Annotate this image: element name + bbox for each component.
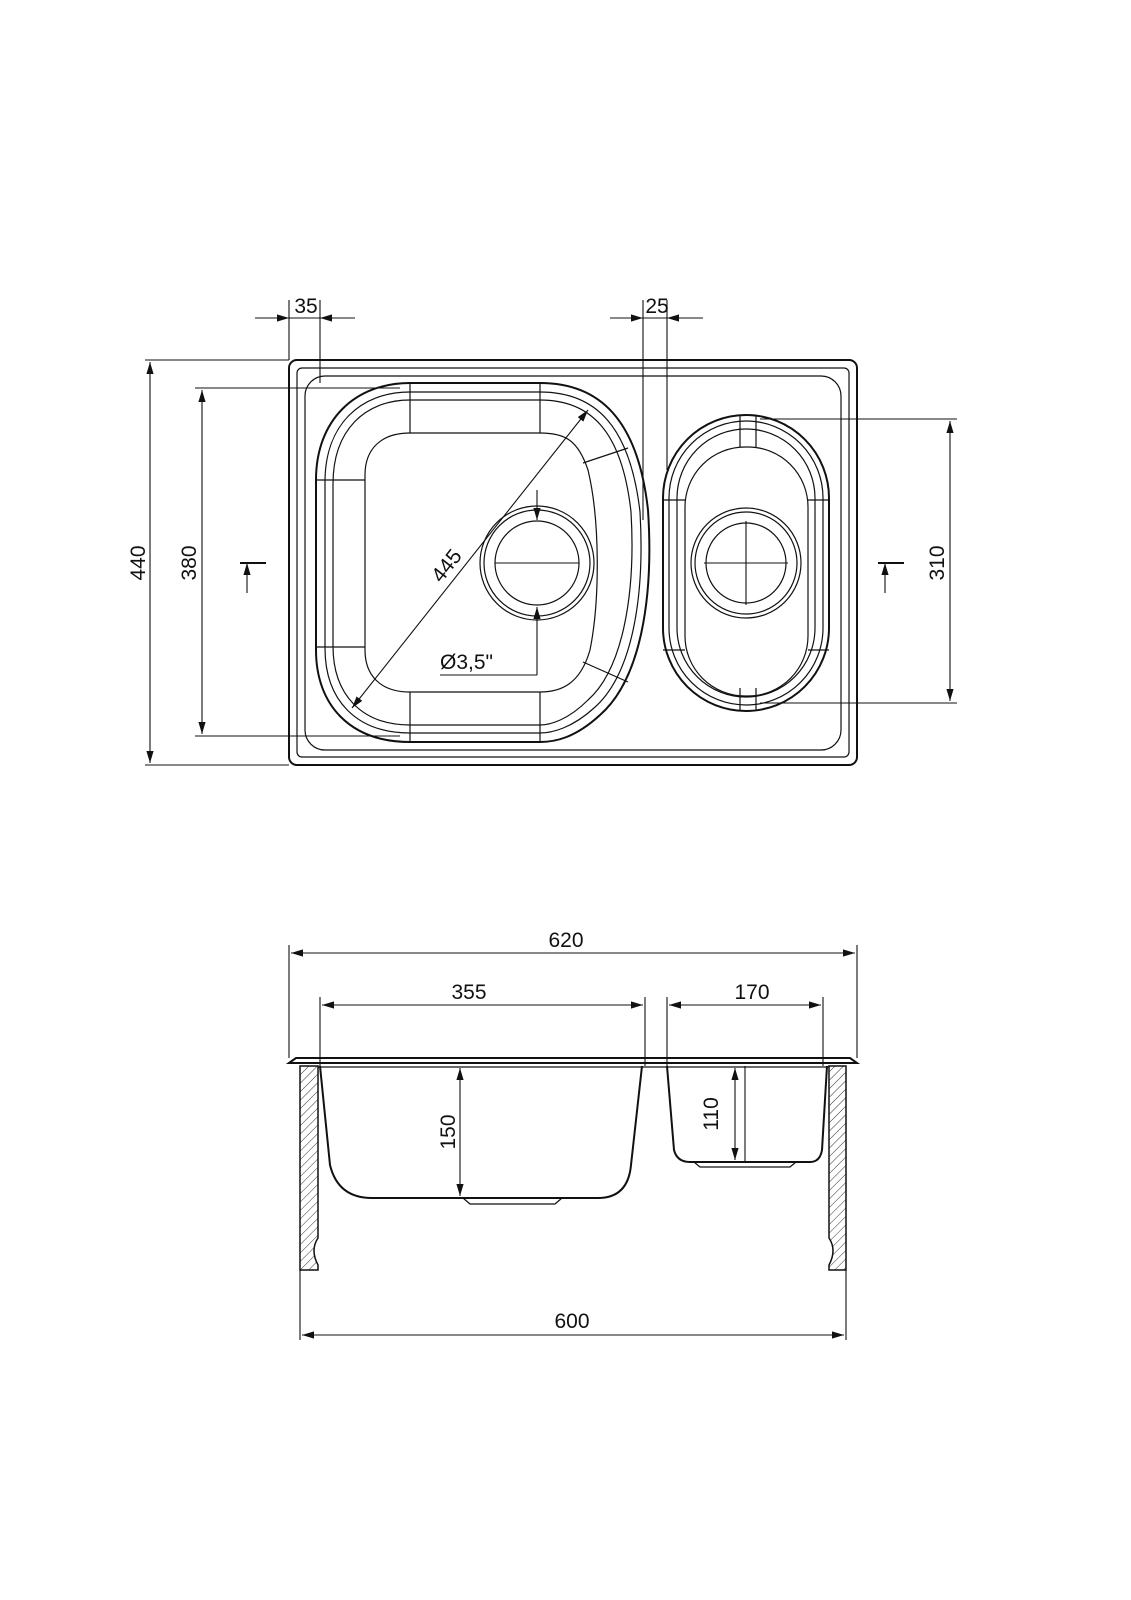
counter-wall-right — [828, 1065, 847, 1271]
small-drain-profile — [693, 1161, 797, 1168]
dimension-drain-diameter: Ø3,5" — [440, 490, 541, 676]
dimension-overall-width: 620 — [288, 929, 858, 1058]
dimension-small-bowl-height: 110 — [700, 1066, 746, 1162]
sink-deck-edge — [304, 375, 842, 751]
dimension-bowl-gap: 25 — [610, 295, 703, 520]
dimension-rim-left: 35 — [255, 295, 355, 383]
sink-rim-profile — [285, 1057, 861, 1064]
dimension-cutout-width: 600 — [299, 1270, 847, 1340]
dim-label: 170 — [734, 981, 769, 1004]
dimension-small-bowl-depth: 310 — [760, 418, 957, 704]
dim-label: 380 — [178, 545, 201, 580]
small-bowl — [662, 414, 830, 712]
large-bowl-profile — [319, 1065, 643, 1199]
large-bowl — [315, 382, 651, 743]
dim-label: 600 — [554, 1310, 589, 1333]
small-bowl-profile — [666, 1065, 828, 1163]
section-marker-right — [878, 562, 904, 593]
section-marker-left — [240, 562, 266, 593]
dim-label: 440 — [127, 545, 150, 580]
dim-label: 150 — [437, 1114, 460, 1149]
dim-label: 445 — [427, 545, 467, 587]
counter-wall-left — [299, 1065, 319, 1271]
large-drain — [479, 505, 595, 621]
section-view: 620 355 170 150 110 — [285, 929, 861, 1340]
dim-label: Ø3,5" — [440, 651, 493, 674]
sink-outer-edge — [288, 359, 858, 766]
dim-label: 620 — [548, 929, 583, 952]
dimension-large-bowl-width: 355 — [319, 981, 646, 1066]
top-view: 35 25 440 380 310 — [127, 295, 957, 766]
dim-label: 355 — [451, 981, 486, 1004]
small-drain — [690, 507, 802, 619]
dim-label: 310 — [926, 545, 949, 580]
sink-rim-edge — [296, 367, 850, 758]
dimension-large-bowl-depth: 380 — [178, 387, 400, 737]
dim-label: 110 — [700, 1097, 723, 1130]
dimension-overall-depth: 440 — [127, 359, 289, 766]
dimension-small-bowl-width: 170 — [666, 981, 824, 1066]
large-drain-profile — [462, 1197, 563, 1205]
dim-label: 25 — [645, 295, 668, 318]
dimension-large-bowl-height: 150 — [437, 1068, 464, 1196]
dim-label: 35 — [294, 295, 317, 318]
